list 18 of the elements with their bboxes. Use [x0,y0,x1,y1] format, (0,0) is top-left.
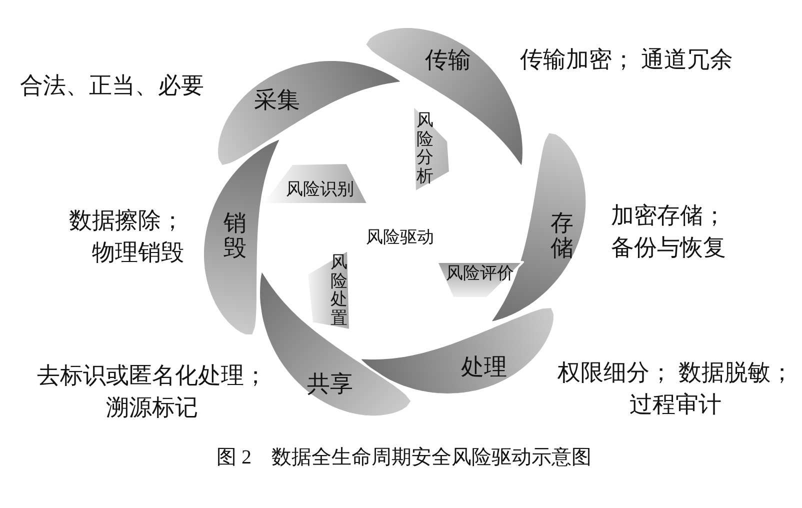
stage-note: 合法、正当、必要 [20,72,205,100]
stage-note: 权限细分； 数据脱敏；过程审计 [556,359,794,419]
risk-step-label: 风险分析 [416,112,434,186]
figure-caption: 图 2 数据全生命周期安全风险驱动示意图 [216,446,592,470]
stage-label: 处理 [460,354,507,380]
stage-label: 存储 [550,210,574,262]
risk-step-label: 风险处置 [330,254,348,328]
stage-label: 销毁 [223,210,246,262]
stage-note: 传输加密； 通道冗余 [520,46,734,74]
risk-step-label: 风险评价 [446,264,514,284]
risk-step-label: 风险识别 [286,180,354,200]
stage-note: 去标识或匿名化处理；溯源标记 [36,362,268,422]
stage-label: 采集 [254,87,300,113]
stage-label: 传输 [424,47,471,73]
stage-label: 共享 [306,371,353,397]
center-label: 风险驱动 [366,226,434,248]
stage-note: 加密存储；备份与恢复 [611,202,727,262]
stage-note: 数据擦除；物理销毁 [68,207,184,267]
